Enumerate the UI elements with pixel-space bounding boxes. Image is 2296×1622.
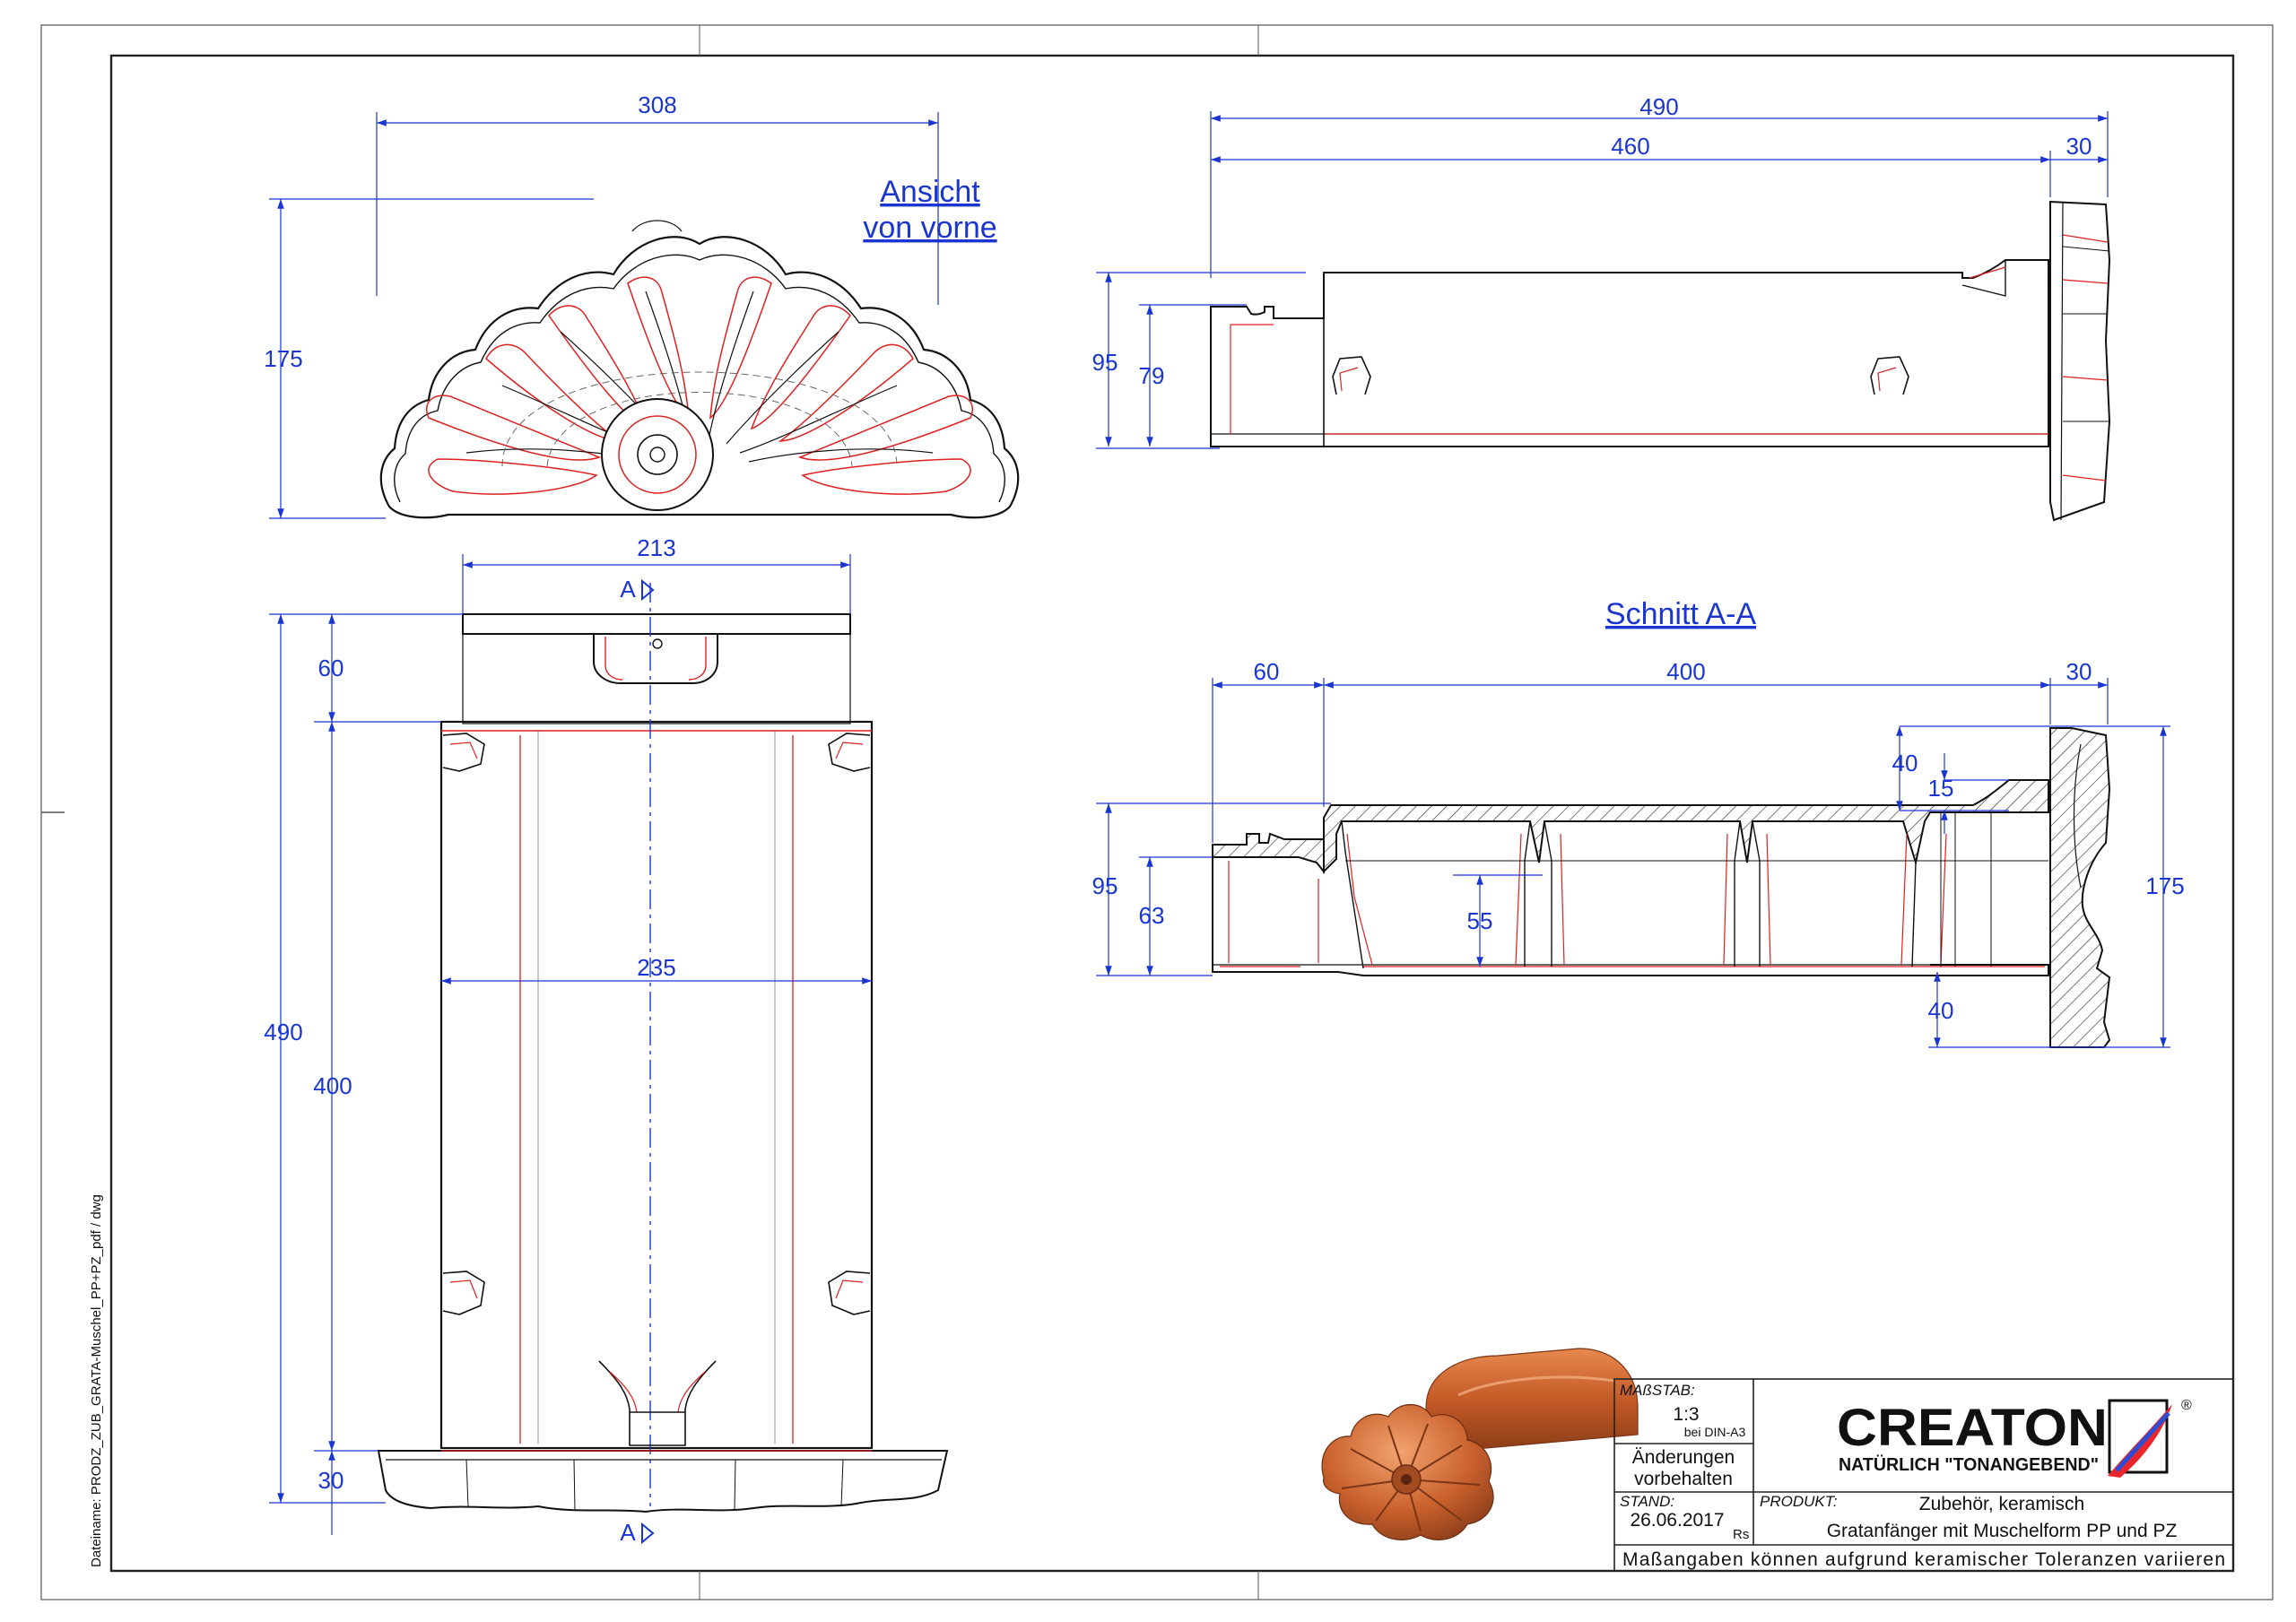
side-view-body [1210, 259, 2049, 447]
logo-box [2108, 1399, 2169, 1474]
top-view-foot [377, 1450, 949, 1514]
product-label: PRODUKT: [1760, 1493, 1838, 1510]
status-date: 26.06.2017 [1630, 1510, 1724, 1531]
dim-front-height: 175 [264, 345, 302, 372]
section-body [1212, 857, 2049, 976]
section-hatched-top [1212, 779, 2049, 874]
dim-top-235: 235 [637, 954, 675, 981]
dim-side-30: 30 [2066, 133, 2092, 160]
dim-sec-55: 55 [1467, 907, 1493, 934]
scale-value: 1:3 [1673, 1404, 1699, 1425]
side-view [1210, 200, 2111, 522]
shell-center-hub [601, 398, 714, 511]
front-view-title-2: von vorne [863, 211, 996, 245]
title-block-frame [1613, 1378, 2234, 1572]
section-arrow-top [641, 578, 655, 602]
status-label: STAND: [1620, 1493, 1674, 1510]
dim-sec-60: 60 [1254, 658, 1280, 685]
shell-outline [379, 236, 1020, 519]
dim-sec-15: 15 [1928, 775, 1954, 802]
top-view-body [439, 720, 874, 1450]
front-view-dims [269, 112, 939, 519]
dim-sec-63: 63 [1139, 902, 1165, 929]
dim-top-400: 400 [313, 1072, 352, 1099]
top-view-head [462, 613, 851, 635]
dim-side-490: 490 [1639, 93, 1678, 120]
dim-sec-40-bottom: 40 [1928, 997, 1954, 1024]
dim-top-60: 60 [318, 655, 344, 681]
status-initials: Rs [1733, 1527, 1749, 1542]
dim-sec-95: 95 [1092, 872, 1118, 899]
section-dims [1096, 678, 2170, 1048]
product-line-1: Zubehör, keramisch [1919, 1494, 2084, 1514]
dim-side-95: 95 [1092, 349, 1118, 376]
dim-sec-400: 400 [1666, 658, 1705, 685]
section-title: Schnitt A-A [1605, 597, 1757, 631]
dim-sec-40-top: 40 [1892, 750, 1918, 776]
creaton-logo: CREATON NATÜRLICH "TONANGEBEND" ® [1837, 1398, 2192, 1478]
side-view-shell [2049, 200, 2111, 522]
file-name: Dateiname: PRODZ_ZUB_GRATA-Muschel_PP+PZ… [89, 1194, 104, 1567]
scale-label: MAßSTAB: [1620, 1382, 1695, 1399]
front-view [379, 220, 1020, 519]
section-mark-top: A [620, 576, 636, 603]
shell-top-crest [631, 220, 683, 232]
scale-note: bei DIN-A3 [1684, 1425, 1746, 1439]
section-arrow-bottom [641, 1522, 655, 1545]
shell-ribs [426, 276, 973, 495]
section-mark-bottom: A [620, 1519, 636, 1546]
top-view-dims [269, 554, 872, 1535]
front-view-title-1: Ansicht [880, 175, 980, 209]
dim-side-460: 460 [1611, 133, 1649, 160]
section-view [1212, 727, 2111, 1048]
top-view [377, 583, 949, 1514]
changes-line-2: vorbehalten [1634, 1469, 1733, 1489]
section-shell-hatched [2049, 727, 2111, 1048]
dim-sec-30: 30 [2066, 658, 2092, 685]
sheet-frame [40, 24, 2274, 1600]
dim-front-width: 308 [638, 91, 676, 118]
product-illustration [1321, 1348, 1639, 1540]
top-view-funnel [598, 1360, 717, 1446]
tolerance-note: Maßangaben können aufgrund keramischer T… [1622, 1549, 2225, 1570]
dim-top-30: 30 [318, 1467, 344, 1494]
dim-side-79: 79 [1139, 362, 1165, 389]
registered-mark: ® [2181, 1398, 2192, 1413]
shell-arcs [501, 371, 898, 467]
dim-sec-175: 175 [2145, 872, 2184, 899]
shell-inner-outline [394, 254, 1005, 503]
product-line-2: Gratanfänger mit Muschelform PP und PZ [1827, 1521, 2178, 1541]
dim-top-490: 490 [264, 1019, 302, 1045]
top-view-notch [593, 634, 718, 684]
brand-wordmark: CREATON [1837, 1399, 2108, 1457]
brand-slogan: NATÜRLICH "TONANGEBEND" [1839, 1454, 2099, 1475]
changes-line-1: Änderungen [1632, 1447, 1735, 1468]
top-view-neck [462, 633, 851, 724]
side-view-dims [1096, 111, 2109, 449]
dim-top-213: 213 [637, 534, 675, 561]
